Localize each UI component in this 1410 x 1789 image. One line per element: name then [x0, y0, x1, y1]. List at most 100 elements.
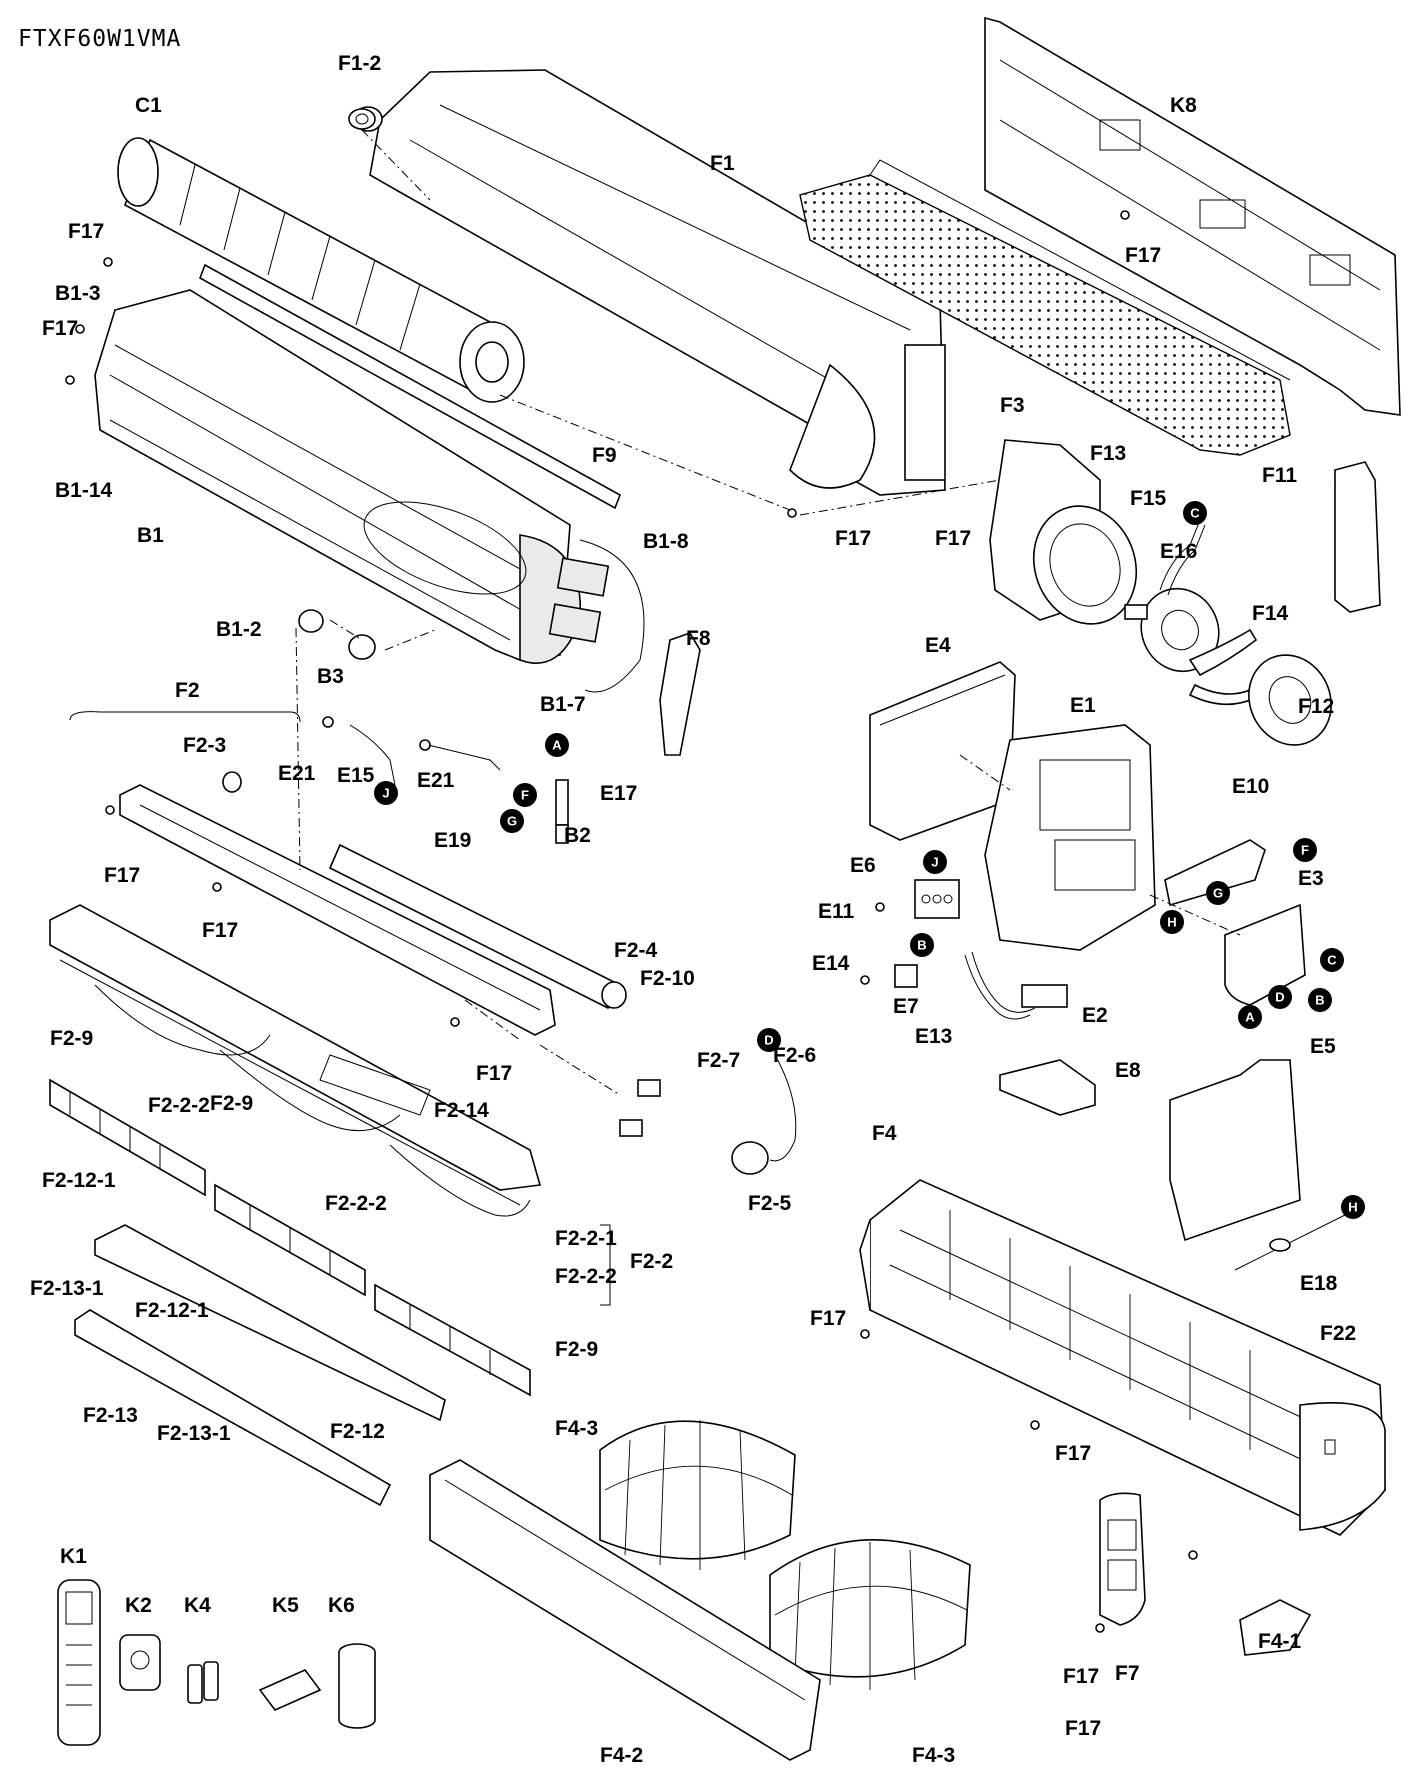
svg-text:G: G	[507, 814, 517, 829]
flare-nuts-drawing	[298, 609, 376, 660]
insulation-sheet-drawing	[1169, 1059, 1301, 1242]
part-label: F17	[104, 864, 140, 887]
motor-cover-drawing	[1248, 654, 1332, 746]
front-cover-drawing	[429, 1459, 821, 1761]
air-filter-right-drawing	[769, 1539, 971, 1690]
part-label: B3	[317, 665, 344, 688]
part-labels: F1-2C1F1K8F17F17B1-3F17F9B1-14B1F3F13F15…	[30, 52, 1356, 1767]
part-label: E14	[812, 952, 850, 975]
mounting-plate-drawing	[984, 16, 1401, 416]
part-label: F2-12-1	[135, 1299, 209, 1322]
pcb-e3-drawing	[1224, 903, 1306, 1006]
svg-text:C: C	[1190, 506, 1200, 521]
part-label: K8	[1170, 94, 1197, 117]
front-grille-drawing	[119, 771, 556, 1036]
part-label: B1-8	[643, 530, 689, 553]
part-label: F3	[1000, 394, 1025, 417]
connector-marker: F	[1293, 838, 1317, 862]
svg-text:F: F	[521, 788, 529, 803]
control-box-drawing	[984, 724, 1156, 951]
part-label: E1	[1070, 694, 1096, 717]
part-label: F2-2-2	[555, 1265, 617, 1288]
part-label: E17	[600, 782, 637, 805]
casing-drawing	[353, 69, 946, 496]
part-label: F15	[1130, 487, 1167, 510]
part-label: K1	[60, 1545, 87, 1568]
part-label: E19	[434, 829, 471, 852]
insulation-tape-drawing	[338, 1643, 376, 1729]
vertical-blades-drawing	[49, 1078, 531, 1397]
part-label: E18	[1300, 1272, 1338, 1295]
part-label: F22	[1320, 1322, 1356, 1345]
part-label: F13	[1090, 442, 1126, 465]
part-label: E4	[925, 634, 951, 657]
svg-text:B: B	[1315, 993, 1324, 1008]
connector-marker: J	[374, 781, 398, 805]
part-label: F2-10	[640, 967, 695, 990]
part-label: F17	[202, 919, 238, 942]
part-label: F2-9	[50, 1027, 93, 1050]
horizontal-flaps-drawing	[74, 1224, 446, 1507]
bearing-drawing	[348, 108, 376, 130]
part-label: B1-3	[55, 282, 101, 305]
label-sheet-drawing	[319, 1054, 431, 1116]
screws-drawing	[65, 210, 1198, 1633]
swing-flap-assembly-drawing	[49, 904, 542, 1217]
side-cover-drawing	[1099, 1492, 1146, 1626]
svg-text:F: F	[1301, 843, 1309, 858]
cross-flow-fan-drawing	[117, 137, 525, 403]
svg-text:G: G	[1213, 886, 1223, 901]
part-label: F17	[1063, 1665, 1099, 1688]
part-label: E8	[1115, 1059, 1141, 1082]
part-label: E21	[417, 769, 455, 792]
connector-marker: D	[757, 1028, 781, 1052]
part-label: F2-2-2	[148, 1094, 210, 1117]
connector-marker: A	[545, 733, 569, 757]
remote-holder-drawing	[119, 1634, 161, 1691]
part-label: F4-1	[1258, 1630, 1302, 1653]
dashed-leaders	[69, 129, 1241, 1306]
display-pcb-drawing	[1021, 984, 1068, 1008]
connector-marker: B	[1308, 988, 1332, 1012]
piping-clamp-drawing	[659, 632, 701, 756]
svg-text:J: J	[931, 855, 938, 870]
part-label: F4-3	[912, 1744, 955, 1767]
part-label: K4	[184, 1594, 211, 1617]
air-filter-left-drawing	[599, 1420, 796, 1570]
sensor-holder-drawing	[894, 964, 918, 988]
part-label: E5	[1310, 1035, 1336, 1058]
model-title: FTXF60W1VMA	[18, 26, 182, 52]
terminal-block-drawing	[914, 879, 960, 919]
screws-bag-drawing	[258, 1669, 322, 1711]
svg-text:H: H	[1167, 915, 1176, 930]
rail-drawing	[199, 263, 621, 510]
part-label: K6	[328, 1594, 355, 1617]
service-lid-drawing	[1239, 1599, 1312, 1656]
part-label: F1-2	[338, 52, 381, 75]
part-label: E6	[850, 854, 876, 877]
receiver-pcb-drawing	[999, 1059, 1096, 1116]
part-label: F2-2	[630, 1250, 673, 1273]
svg-text:C: C	[1327, 953, 1337, 968]
part-label: F2-2-2	[325, 1192, 387, 1215]
part-label: F2	[175, 679, 200, 702]
part-label: F17	[68, 220, 104, 243]
svg-text:A: A	[1245, 1010, 1255, 1025]
motor-linkage-drawing	[619, 1054, 797, 1175]
part-label: F2-13-1	[30, 1277, 104, 1300]
svg-text:B: B	[917, 938, 926, 953]
part-label: F14	[1252, 602, 1289, 625]
part-label: E3	[1298, 867, 1324, 890]
connector-marker: C	[1320, 948, 1344, 972]
thermistor-drawing	[1234, 1214, 1346, 1271]
connector-marker: C	[1183, 501, 1207, 525]
part-label: F17	[935, 527, 971, 550]
part-label: F2-2-1	[555, 1227, 617, 1250]
part-label: E10	[1232, 775, 1269, 798]
part-label: F4-2	[600, 1744, 643, 1767]
part-label: F11	[1262, 464, 1297, 487]
svg-text:D: D	[1275, 990, 1284, 1005]
flap-shaft-drawing	[328, 843, 627, 1010]
wire-harness-drawing	[964, 951, 1036, 1020]
